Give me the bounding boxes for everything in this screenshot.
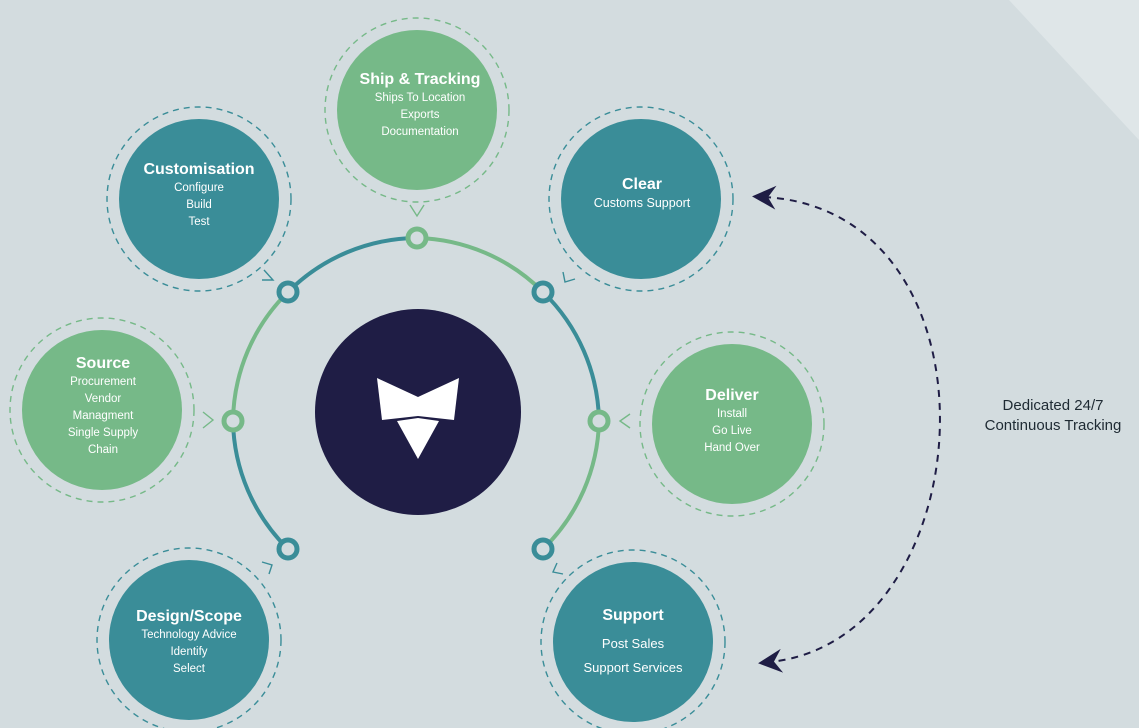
- stage-source: [9, 317, 215, 503]
- stage-text-customisation: Customisation Configure Build Test: [143, 160, 254, 231]
- ring-arc-left-upper: [231, 290, 290, 422]
- stage-text-deliver: Deliver Install Go Live Hand Over: [704, 386, 760, 457]
- stage-title: Deliver: [705, 387, 759, 404]
- ring-arc-left-lower: [231, 420, 290, 551]
- stage-design-scope: [96, 547, 282, 728]
- stage-detail: Go Live: [712, 425, 752, 437]
- stage-title: Source: [75, 355, 131, 372]
- stage-detail: Procurement: [70, 376, 136, 388]
- stage-detail: Technology Advice: [141, 629, 237, 641]
- node-top-right: [531, 280, 555, 304]
- chevron-v-logo-icon: [377, 378, 459, 459]
- stage-detail: Exports: [400, 109, 440, 121]
- node-right: [587, 409, 611, 433]
- stage-text-clear: Clear Customs Support: [594, 175, 691, 212]
- stage-title: Clear: [621, 176, 663, 193]
- center-logo: [315, 309, 521, 515]
- stage-title: Design/Scope: [136, 608, 242, 625]
- stage-detail: Documentation: [381, 126, 459, 138]
- node-left: [221, 409, 245, 433]
- node-bottom-right: [531, 537, 555, 561]
- stage-detail: Ships To Location: [374, 92, 466, 104]
- stage-detail: Managment: [72, 410, 134, 422]
- tracking-note-line-1: Dedicated 24/7: [1002, 397, 1104, 414]
- stage-detail: Test: [188, 216, 210, 228]
- stage-customisation: [106, 106, 292, 292]
- stage-text-design-scope: Design/Scope Technology Advice Identify …: [136, 607, 242, 678]
- ring-arc-top-right: [416, 236, 545, 294]
- stage-title: Support: [602, 607, 664, 624]
- stage-clear: [548, 106, 734, 292]
- stage-detail: Support Services: [583, 660, 683, 675]
- stage-detail: Vendor: [84, 393, 122, 405]
- stage-text-source: Source Procurement Vendor Managment Sing…: [68, 354, 138, 459]
- stage-detail: Customs Support: [593, 196, 691, 210]
- ring-arc-right-upper: [541, 290, 601, 422]
- stage-detail: Identify: [170, 646, 208, 658]
- node-bottom-left: [276, 537, 300, 561]
- node-top: [405, 226, 429, 250]
- ring-arc-right-lower: [541, 420, 601, 551]
- ring-nodes: [221, 226, 611, 561]
- cycle-ring: [231, 236, 601, 551]
- node-top-left: [276, 280, 300, 304]
- stage-detail: Configure: [174, 182, 224, 194]
- stage-detail: Post Sales: [601, 636, 665, 651]
- corner-decoration: [1009, 0, 1139, 140]
- ring-arc-top-left: [286, 236, 418, 294]
- stage-detail: Single Supply: [67, 427, 139, 439]
- stage-support: [540, 549, 726, 728]
- stage-text-support: Support Post Sales Support Services: [584, 606, 683, 680]
- stage-detail: Chain: [87, 444, 119, 456]
- stage-ship-tracking: [324, 17, 510, 218]
- stage-text-ship-tracking: Ship & Tracking Ships To Location Export…: [360, 70, 481, 141]
- stage-title: Customisation: [143, 161, 255, 178]
- tracking-note: Dedicated 24/7 Continuous Tracking: [968, 396, 1138, 436]
- stage-title: Ship & Tracking: [359, 71, 481, 88]
- stage-detail: Select: [173, 663, 205, 675]
- stage-detail: Hand Over: [704, 442, 760, 454]
- tracking-note-line-2: Continuous Tracking: [984, 417, 1122, 434]
- stage-detail: Install: [716, 408, 748, 420]
- tracking-arrow: [752, 185, 941, 673]
- stage-detail: Build: [186, 199, 212, 211]
